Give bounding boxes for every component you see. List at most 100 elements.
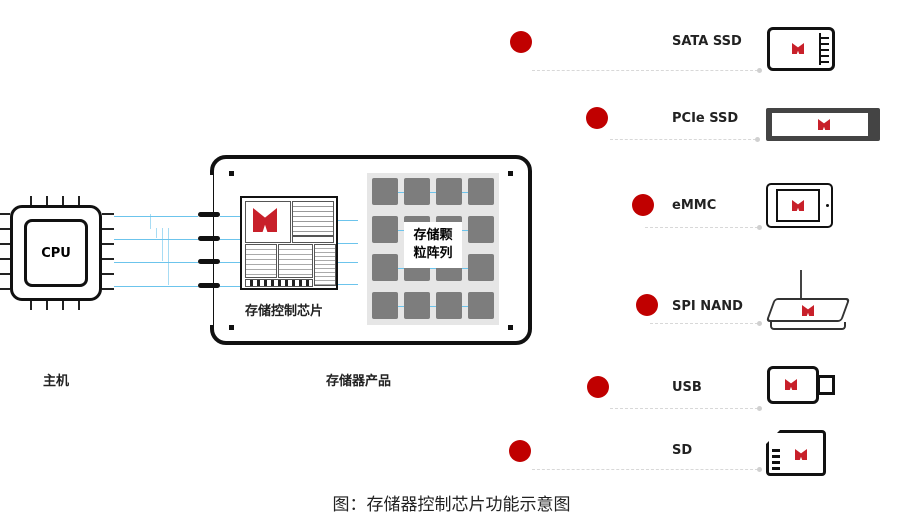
usb-drive-icon (767, 366, 837, 404)
cpu-pin (0, 213, 10, 215)
flash-chip (372, 178, 398, 205)
cpu-pin (0, 243, 10, 245)
cpu-pin (30, 196, 32, 205)
cpu-chip (10, 205, 102, 301)
cpu-pin (0, 288, 10, 290)
bus-line (220, 262, 240, 263)
controller-chip (240, 196, 338, 290)
connector-end (757, 225, 762, 230)
flash-chip (372, 292, 398, 319)
flash-chip (468, 178, 494, 205)
bus-line (156, 228, 157, 238)
connector-end (757, 467, 762, 472)
bus-line (114, 216, 198, 217)
sata-ssd-icon (767, 27, 835, 71)
flash-chip (436, 178, 462, 205)
device-label-sata-ssd: SATA SSD (672, 34, 742, 49)
bus-line (220, 286, 240, 287)
cpu-pin (102, 213, 114, 215)
connector-end (757, 321, 762, 326)
bus-line (114, 239, 198, 240)
connector-line (610, 408, 758, 409)
card-gap (195, 175, 213, 325)
flash-chip (404, 178, 430, 205)
pcie-ssd-icon (766, 108, 880, 141)
flash-chip (436, 292, 462, 319)
flash-array-label: 存储颗 粒阵列 (404, 222, 462, 268)
cpu-pin (78, 196, 80, 205)
device-label-emmc: eMMC (672, 198, 717, 213)
device-label-sd: SD (672, 443, 693, 458)
cpu-pin (102, 228, 114, 230)
connector-pin (198, 212, 220, 217)
device-label-pcie-ssd: PCIe SSD (672, 111, 739, 126)
connector-line (650, 323, 758, 324)
array-label-line: 存储颗 (413, 228, 453, 243)
flash-chip (372, 254, 398, 281)
tablet-icon (766, 183, 833, 228)
bus-line (150, 214, 151, 229)
connector-pin (198, 283, 220, 288)
bus-line (338, 262, 358, 263)
cpu-pin (0, 273, 10, 275)
cpu-pin (102, 258, 114, 260)
cpu-pin (0, 228, 10, 230)
cpu-pin (102, 273, 114, 275)
device-label-spi-nand: SPI NAND (672, 299, 743, 314)
flash-chip (468, 216, 494, 243)
cpu-pin (46, 196, 48, 205)
host-label: 主机 (43, 374, 70, 389)
bus-line (338, 220, 358, 221)
bus-line (220, 216, 240, 217)
connector-line (645, 227, 758, 228)
cpu-pin (78, 301, 80, 310)
flash-chip (404, 292, 430, 319)
connector-pin (198, 259, 220, 264)
connector-end (757, 406, 762, 411)
corner-mark (508, 171, 513, 176)
bus-line (372, 268, 494, 269)
bus-line (162, 228, 163, 261)
connector-line (532, 469, 758, 470)
connector-end (757, 68, 762, 73)
cpu-pin (0, 258, 10, 260)
bus-line (220, 239, 240, 240)
bus-line (114, 262, 198, 263)
array-label-line: 粒阵列 (413, 246, 453, 261)
figure-caption: 图：存储器控制芯片功能示意图 (332, 495, 571, 515)
marker-dot (632, 194, 654, 216)
corner-mark (229, 325, 234, 330)
router-icon (765, 270, 851, 332)
marker-dot (636, 294, 658, 316)
controller-chip-label: 存储控制芯片 (245, 304, 324, 319)
marker-dot (587, 376, 609, 398)
cpu-pin (62, 196, 64, 205)
cpu-label: CPU (24, 219, 88, 287)
flash-chip (468, 254, 494, 281)
bus-line (168, 228, 169, 285)
corner-mark (229, 171, 234, 176)
cpu-pin (62, 301, 64, 310)
connector-line (532, 70, 758, 71)
flash-chip (468, 292, 494, 319)
bus-line (372, 192, 494, 193)
bus-line (372, 306, 494, 307)
cpu-pin (30, 301, 32, 310)
marker-dot (509, 440, 531, 462)
marker-dot (586, 107, 608, 129)
cpu-pin (102, 288, 114, 290)
cpu-pin (46, 301, 48, 310)
connector-line (610, 139, 756, 140)
connector-pin (198, 236, 220, 241)
sd-card-icon (766, 430, 826, 476)
marker-dot (510, 31, 532, 53)
cpu-pin (102, 243, 114, 245)
product-label: 存储器产品 (326, 374, 392, 389)
corner-mark (508, 325, 513, 330)
bus-line (338, 284, 358, 285)
connector-end (755, 137, 760, 142)
bus-line (338, 243, 358, 244)
flash-chip (372, 216, 398, 243)
device-label-usb: USB (672, 380, 702, 395)
